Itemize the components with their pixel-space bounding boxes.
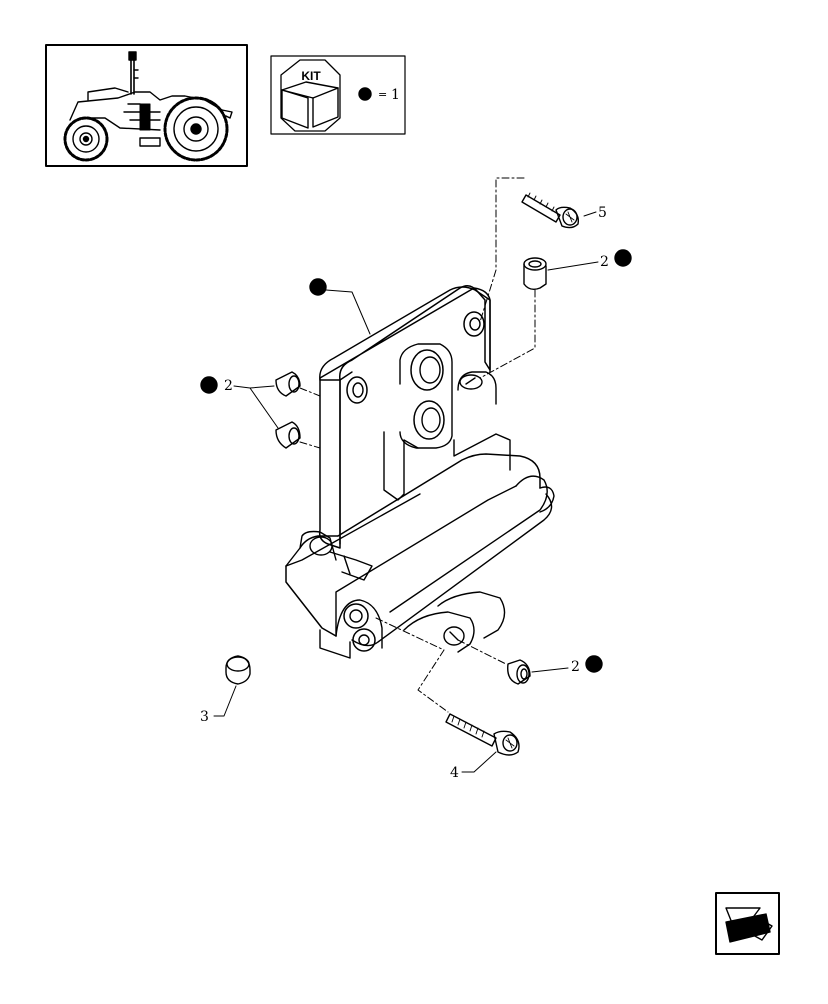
plug-2-bottom-leader-line: [457, 639, 507, 665]
bolt-4-leader-line: [375, 617, 449, 713]
plug-2-top-leader-line: [479, 289, 536, 379]
distributor-body: [285, 285, 555, 659]
kit-marker-dot-icon: [309, 278, 327, 296]
callout-label-4: 4: [450, 765, 459, 781]
kit-marker-dot-icon: [614, 249, 632, 267]
bolt-part-4: 4: [445, 713, 520, 781]
navigate-back-arrow-icon[interactable]: [715, 892, 780, 955]
cap-part-3: 3: [200, 655, 251, 725]
kit-box-icon: KIT: [280, 59, 341, 132]
bolt-part-5: 5: [521, 192, 607, 229]
kit-number: 1: [391, 87, 400, 103]
plug-part-2-top: 2: [523, 249, 632, 291]
callout-part-1: [309, 278, 371, 335]
bolt-5-leader-line: [479, 177, 525, 323]
callout-label-3: 3: [200, 709, 209, 725]
callout-label-2-bottom: 2: [571, 659, 580, 675]
kit-marker-dot-icon: [200, 376, 218, 394]
tractor-thumbnail-icon[interactable]: [45, 44, 248, 167]
kit-equals-sign: =: [378, 88, 387, 101]
callout-label-2-left: 2: [224, 378, 233, 394]
callout-label-2-top: 2: [600, 254, 609, 270]
plug-part-2-bottom: 2: [507, 655, 603, 685]
kit-marker-dot-icon: [585, 655, 603, 673]
kit-marker-dot-icon: [358, 87, 372, 101]
kit-legend: KIT = 1: [270, 55, 406, 135]
plug-2-left-leader-lines: [299, 387, 321, 449]
kit-label: KIT: [301, 69, 321, 83]
plug-part-2-left: 2: [200, 371, 301, 449]
callout-label-5: 5: [598, 205, 607, 221]
